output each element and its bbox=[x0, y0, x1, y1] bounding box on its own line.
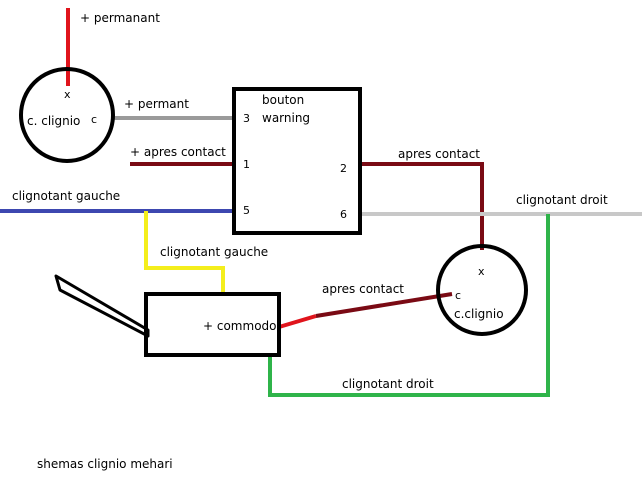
commodo-label: + commodo bbox=[203, 319, 277, 333]
warning-pin-2: 2 bbox=[340, 162, 347, 175]
label-apres-contact-right: apres contact bbox=[398, 147, 480, 161]
warning-pin-6: 6 bbox=[340, 208, 347, 221]
label-apres-contact-in: + apres contact bbox=[130, 145, 226, 159]
warning-label-line1: bouton bbox=[262, 93, 304, 107]
warning-pin-1: 1 bbox=[243, 158, 250, 171]
relay-left-pin-x: x bbox=[64, 88, 71, 101]
wire-clignotant-droit-green bbox=[268, 214, 550, 397]
relay-right bbox=[436, 244, 528, 336]
label-clignotant-droit-right: clignotant droit bbox=[516, 193, 608, 207]
wire-commodo-red bbox=[278, 314, 317, 329]
label-clignotant-droit-bottom: clignotant droit bbox=[342, 377, 434, 391]
diagram-caption: shemas clignio mehari bbox=[37, 457, 173, 471]
label-permanant: + permanant bbox=[80, 11, 160, 25]
relay-left bbox=[19, 67, 115, 163]
warning-pin-5: 5 bbox=[243, 204, 250, 217]
warning-pin-3: 3 bbox=[243, 112, 250, 125]
relay-right-label: c.clignio bbox=[454, 307, 504, 321]
warning-label-line2: warning bbox=[262, 111, 310, 125]
wire-apres-contact-mid bbox=[315, 292, 453, 318]
commodo-lever bbox=[54, 274, 150, 338]
relay-left-label: c. clignio bbox=[27, 114, 80, 128]
label-clignotant-gauche-yellow: clignotant gauche bbox=[160, 245, 268, 259]
relay-left-pin-c: c bbox=[91, 113, 97, 126]
label-apres-contact-mid: apres contact bbox=[322, 282, 404, 296]
commodo-box bbox=[144, 292, 281, 357]
wire-clignotant-gauche-yellow bbox=[144, 211, 225, 294]
label-permant: + permant bbox=[124, 97, 189, 111]
label-clignotant-gauche: clignotant gauche bbox=[12, 189, 120, 203]
warning-box bbox=[232, 87, 362, 235]
wire-apres-contact-right bbox=[361, 162, 484, 250]
relay-right-pin-x: x bbox=[478, 265, 485, 278]
relay-right-pin-c: c bbox=[455, 289, 461, 302]
